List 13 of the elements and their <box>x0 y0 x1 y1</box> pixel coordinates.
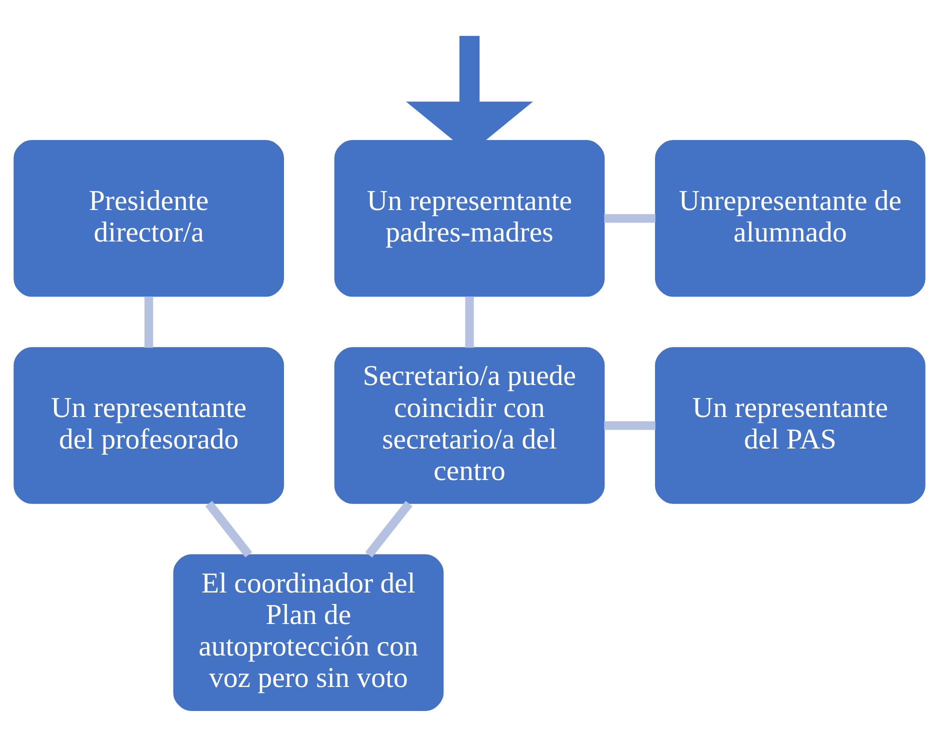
node-box: Un represerntante padres-madres <box>334 140 605 296</box>
node-box: Unrepresentante de alumnado <box>655 140 926 296</box>
connector <box>465 296 474 348</box>
connector <box>144 296 154 348</box>
node-box: Un representante del profesorado <box>14 346 284 504</box>
connector <box>604 420 656 430</box>
connector <box>205 500 252 557</box>
connector <box>365 500 412 557</box>
node-box: El coordinador del Plan de autoprotección con voz pero sin voto <box>173 554 444 710</box>
node-box: Un representante del PAS <box>655 346 926 504</box>
connector <box>604 214 656 222</box>
node-box: Presidente director/a <box>14 140 284 296</box>
node-box: Secretario/a puede coincidir con secretario/a del centro <box>334 346 605 504</box>
